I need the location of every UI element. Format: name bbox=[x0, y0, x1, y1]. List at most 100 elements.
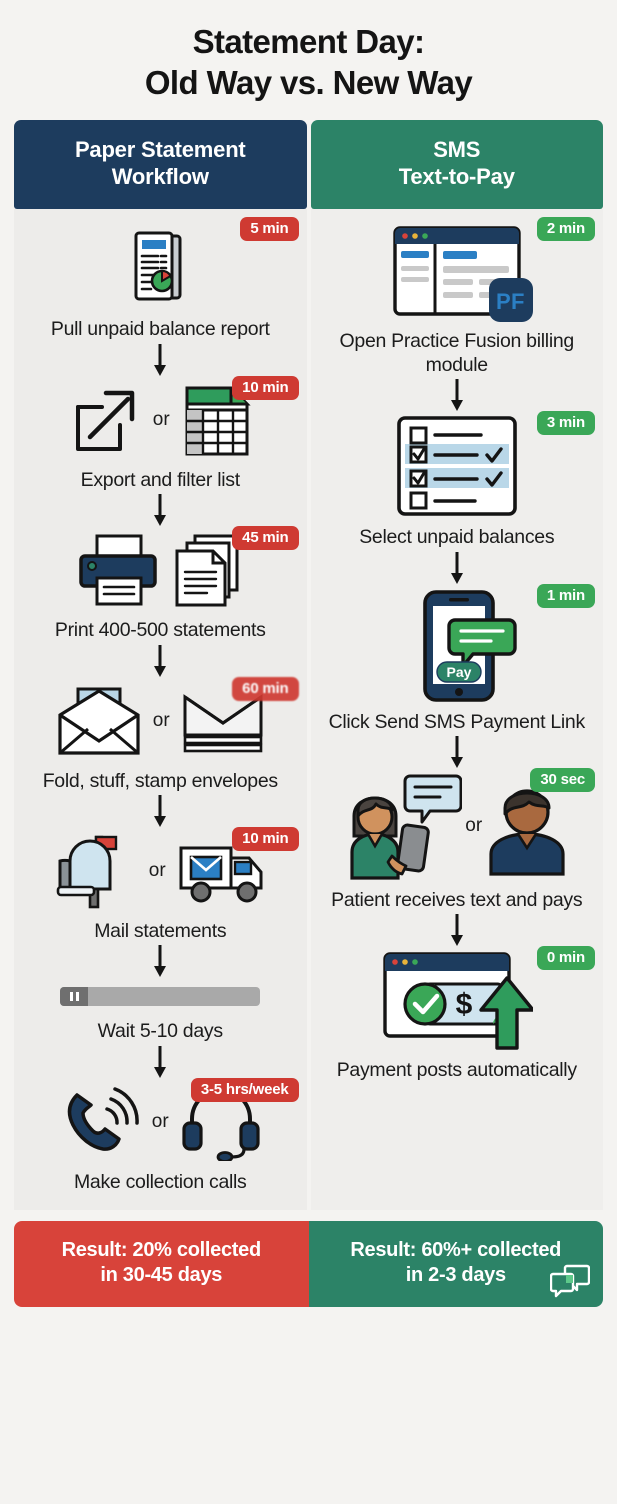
staff-with-phone-icon bbox=[344, 770, 463, 882]
payment-posted-window-icon: $ bbox=[381, 948, 533, 1052]
time-badge: 1 min bbox=[536, 583, 595, 608]
step-click-send-sms-payment-link: Pay 1 min Click Send SMS Payment Link bbox=[321, 583, 595, 734]
step-patient-receives-text: or 30 sec Patient receives text and pays bbox=[321, 768, 595, 912]
step-label: Print 400-500 statements bbox=[54, 619, 266, 642]
flow-arrow-down-icon bbox=[24, 643, 297, 679]
step-label: Fold, stuff, stamp envelopes bbox=[42, 769, 278, 792]
step-make-collection-calls: or 3-5 hrs/week Make collection calls bbox=[24, 1077, 299, 1194]
step-wait-days: Wait 5-10 days bbox=[24, 979, 297, 1043]
step-art: or 60 min bbox=[24, 676, 299, 763]
flow-arrow-down-icon bbox=[24, 1044, 297, 1080]
mail-truck-icon bbox=[175, 832, 269, 910]
or-label: or bbox=[148, 860, 166, 882]
column-header-right-line1: SMS bbox=[433, 136, 481, 162]
step-art: or 3-5 hrs/week bbox=[24, 1077, 299, 1164]
result-banner-paper: Result: 20% collected in 30-45 days bbox=[14, 1221, 309, 1307]
time-badge: 30 sec bbox=[530, 768, 595, 793]
step-label: Wait 5-10 days bbox=[97, 1020, 223, 1043]
step-pull-unpaid-balance-report: 5 min Pull unpaid balance report bbox=[24, 217, 299, 341]
flow-arrow-down-icon bbox=[24, 342, 297, 378]
step-label: Patient receives text and pays bbox=[331, 889, 583, 912]
paper-stack-icon bbox=[169, 530, 247, 610]
column-header-right: SMS Text-to-Pay bbox=[310, 119, 603, 210]
pause-icon bbox=[60, 986, 89, 1006]
practice-fusion-logo-icon: P F bbox=[487, 276, 535, 324]
flow-arrow-down-icon bbox=[321, 912, 594, 948]
report-document-icon bbox=[114, 219, 206, 311]
step-art: Pay 1 min bbox=[321, 583, 595, 704]
column-sms-text-to-pay: SMS Text-to-Pay bbox=[310, 119, 603, 1211]
step-art: 3 min bbox=[321, 411, 595, 519]
step-label: Select unpaid balances bbox=[359, 526, 555, 549]
wait-progress-bar-icon bbox=[60, 986, 261, 1006]
or-label: or bbox=[152, 408, 170, 430]
step-art: $ 0 min bbox=[321, 946, 595, 1052]
step-art: 45 min bbox=[24, 526, 299, 612]
open-envelope-icon bbox=[54, 681, 144, 761]
chat-bubbles-logo-icon bbox=[550, 1264, 590, 1298]
time-badge: 10 min bbox=[232, 827, 299, 852]
svg-text:F: F bbox=[511, 289, 524, 314]
time-badge: 5 min bbox=[240, 217, 299, 242]
flow-arrow-down-icon bbox=[321, 734, 594, 770]
result-left-line1: Result: 20% collected bbox=[61, 1239, 262, 1262]
time-badge: 0 min bbox=[536, 946, 595, 971]
ringing-phone-icon bbox=[57, 1083, 143, 1161]
result-left-line2: in 30-45 days bbox=[100, 1264, 223, 1286]
step-art bbox=[24, 979, 297, 1013]
step-label: Export and filter list bbox=[80, 468, 241, 491]
checklist-icon bbox=[395, 414, 519, 518]
flow-arrow-down-icon bbox=[24, 492, 297, 528]
time-badge: 3-5 hrs/week bbox=[190, 1077, 299, 1102]
step-fold-stuff-stamp-envelopes: or 60 min Fold, stuff, stamp envelopes bbox=[24, 676, 299, 793]
column-header-left-line2: Workflow bbox=[111, 163, 209, 189]
time-badge: 3 min bbox=[536, 411, 595, 436]
step-art: P F 2 min bbox=[321, 217, 595, 323]
export-arrow-icon bbox=[66, 381, 144, 459]
step-open-practice-fusion: P F 2 min Open Practice Fusion billing m… bbox=[321, 217, 595, 377]
time-badge: 45 min bbox=[232, 526, 299, 551]
step-print-statements: 45 min Print 400-500 statements bbox=[24, 526, 299, 642]
step-label: Make collection calls bbox=[73, 1170, 247, 1193]
mailbox-icon bbox=[52, 831, 140, 911]
flow-arrow-down-icon bbox=[24, 943, 297, 979]
step-art: or 10 min bbox=[24, 827, 299, 913]
page-title: Statement Day: Old Way vs. New Way bbox=[0, 0, 617, 120]
step-label: Open Practice Fusion billing module bbox=[339, 330, 575, 376]
step-label: Click Send SMS Payment Link bbox=[328, 710, 586, 733]
svg-text:P: P bbox=[496, 289, 511, 314]
step-export-and-filter-list: or bbox=[24, 375, 299, 492]
time-badge: 2 min bbox=[536, 217, 595, 242]
column-paper-statement-workflow: Paper Statement Workflow bbox=[14, 119, 307, 1211]
step-label: Payment posts automatically bbox=[336, 1059, 577, 1082]
column-header-right-line2: Text-to-Pay bbox=[398, 163, 515, 189]
title-line-1: Statement Day: bbox=[192, 23, 425, 60]
smartphone-sms-icon: Pay bbox=[397, 586, 517, 704]
column-body-left: 5 min Pull unpaid balance report bbox=[14, 209, 307, 1211]
patient-person-icon bbox=[485, 776, 569, 876]
title-line-2: Old Way vs. New Way bbox=[144, 63, 473, 101]
or-label: or bbox=[151, 1110, 169, 1132]
browser-window-icon: P F bbox=[391, 224, 533, 323]
svg-text:$: $ bbox=[455, 988, 472, 1021]
result-banners: Result: 20% collected in 30-45 days Resu… bbox=[14, 1221, 603, 1307]
or-label: or bbox=[465, 815, 483, 837]
result-right-line1: Result: 60%+ collected bbox=[350, 1239, 562, 1262]
step-art: or bbox=[24, 375, 299, 462]
or-label: or bbox=[152, 709, 170, 731]
step-art: or 30 sec bbox=[321, 768, 595, 882]
step-mail-statements: or 10 min Mail state bbox=[24, 827, 299, 943]
step-payment-posts-automatically: $ 0 min Payment posts automatically bbox=[321, 946, 595, 1082]
column-header-left-line1: Paper Statement bbox=[74, 136, 246, 162]
time-badge: 60 min bbox=[232, 676, 299, 701]
column-body-right: P F 2 min Open Practice Fusion billing m… bbox=[310, 209, 603, 1211]
svg-text:Pay: Pay bbox=[446, 664, 471, 680]
step-art: 5 min bbox=[24, 217, 299, 311]
column-header-left: Paper Statement Workflow bbox=[14, 119, 307, 210]
result-right-line2: in 2-3 days bbox=[405, 1264, 506, 1286]
flow-arrow-down-icon bbox=[24, 793, 297, 829]
flow-arrow-down-icon bbox=[321, 377, 594, 413]
time-badge: 10 min bbox=[232, 375, 299, 400]
flow-arrow-down-icon bbox=[321, 550, 594, 586]
step-select-unpaid-balances: 3 min Select unpaid balances bbox=[321, 411, 595, 549]
